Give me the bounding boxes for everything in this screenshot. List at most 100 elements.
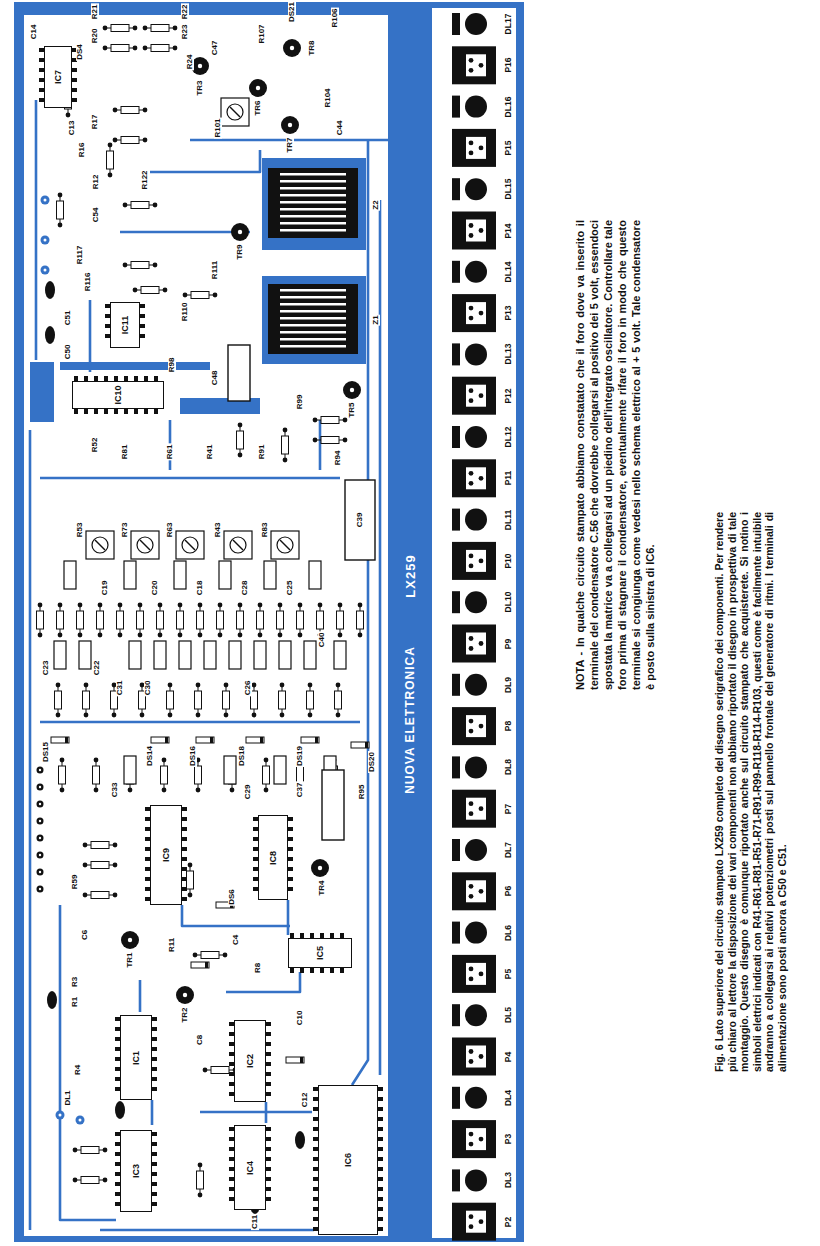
- trimmer-body: [131, 531, 159, 559]
- resistor-symbol: [111, 25, 129, 32]
- potentiometer-pin: [469, 223, 474, 228]
- solder-pad: [103, 1148, 108, 1153]
- ic-pin: [290, 968, 294, 973]
- led-holder: [452, 1004, 460, 1026]
- transformer-lamination: [280, 303, 346, 306]
- ic-designator: IC4: [246, 1160, 255, 1174]
- ceramic-capacitor: [115, 1101, 125, 1119]
- ic-designator: IC2: [246, 1054, 255, 1068]
- pcb-trace: [150, 150, 260, 172]
- component-label: R21: [91, 4, 99, 21]
- ic-pin: [134, 409, 138, 414]
- solder-pad: [56, 683, 61, 688]
- component-label: R23: [181, 24, 189, 41]
- ic-pin: [182, 817, 187, 821]
- potentiometer-pin: [479, 972, 484, 977]
- solder-pad: [84, 683, 89, 688]
- component-label: R95: [358, 784, 366, 801]
- component-label: TR2: [181, 1006, 189, 1023]
- component-label: C29: [244, 784, 252, 801]
- solder-pad: [338, 603, 343, 608]
- solder-pad: [37, 801, 44, 808]
- transistor-pin: [238, 230, 242, 234]
- component-label: C39: [356, 512, 364, 529]
- ic-package: IC11: [110, 302, 140, 348]
- ic-pin: [288, 857, 293, 861]
- ic-pin: [266, 1147, 271, 1151]
- component-label: R73: [121, 522, 129, 539]
- potentiometer-pin: [479, 311, 484, 316]
- transistor-symbol: [231, 223, 249, 241]
- resistor-symbol: [81, 1177, 99, 1184]
- potentiometer-window: [466, 963, 486, 985]
- component-label: R61: [166, 444, 174, 461]
- solder-pad: [196, 683, 201, 688]
- component-label: C6: [81, 929, 89, 941]
- potentiometer-body: [452, 1203, 496, 1241]
- potentiometer-pin: [479, 228, 484, 233]
- capacitor-symbol: [304, 641, 316, 669]
- ic-pin: [288, 867, 293, 871]
- potentiometer-pin: [479, 724, 484, 729]
- solder-pad: [252, 713, 257, 718]
- transistor-pin: [318, 866, 322, 870]
- component-label: R99: [296, 394, 304, 411]
- potentiometer-pin: [479, 1137, 484, 1142]
- ic-pin: [72, 98, 77, 102]
- solder-pad: [37, 784, 44, 791]
- pcb-trace: [319, 420, 322, 470]
- potentiometer-pin: [469, 233, 474, 238]
- solder-pad: [203, 1068, 208, 1073]
- component-label: DL6: [504, 924, 513, 942]
- capacitor-symbol: [129, 641, 141, 669]
- component-label: C22: [93, 660, 101, 677]
- ic-pin: [72, 78, 77, 82]
- pad-hole: [44, 239, 47, 242]
- solder-pad: [58, 223, 63, 228]
- ic-pin: [152, 1087, 157, 1091]
- transistor-pin: [288, 123, 292, 127]
- ic-designator: IC6: [344, 1153, 353, 1167]
- pcb-trace: [287, 900, 290, 935]
- pcb-copper: [14, 2, 524, 1242]
- transistor-pin: [350, 388, 354, 392]
- component-label: C10: [296, 1010, 304, 1027]
- component-label: DL8: [504, 758, 513, 776]
- transformer-lamination: [280, 317, 346, 320]
- resistor-symbol: [211, 1067, 229, 1074]
- potentiometer-pin: [479, 393, 484, 398]
- ic-pin: [378, 1207, 383, 1211]
- potentiometer-pin: [479, 641, 484, 646]
- potentiometer-pin: [469, 481, 474, 486]
- ic-pin: [144, 409, 148, 414]
- resistor-symbol: [297, 611, 304, 629]
- component-label: TR6: [254, 99, 262, 116]
- solder-pad: [193, 953, 198, 958]
- ic-pin: [140, 314, 145, 318]
- component-label: C13: [68, 120, 76, 137]
- solder-pad: [158, 603, 163, 608]
- resistor-symbol: [57, 201, 64, 219]
- ic-pin: [378, 1187, 383, 1191]
- diode-symbol: [286, 1057, 304, 1063]
- resistor-symbol: [197, 611, 204, 629]
- ic-pin: [378, 1097, 383, 1101]
- resistor-symbol: [167, 691, 174, 709]
- potentiometer-body: [452, 212, 496, 250]
- pcb-trace: [352, 140, 368, 1085]
- solder-pad: [66, 113, 71, 118]
- ic-package: IC7: [44, 46, 72, 108]
- solder-pad: [358, 603, 363, 608]
- potentiometer-pin: [469, 967, 474, 972]
- ic-pin: [152, 1182, 157, 1186]
- potentiometer-pin: [469, 884, 474, 889]
- capacitor-symbol: [322, 770, 344, 840]
- component-label: DL10: [504, 591, 513, 614]
- ic-designator: IC8: [269, 850, 278, 864]
- solder-pad: [252, 683, 257, 688]
- pcb-trace: [60, 905, 116, 1220]
- diode-band: [365, 742, 368, 748]
- component-label: DS15: [42, 741, 50, 763]
- component-label: C8: [196, 1034, 204, 1046]
- potentiometer-pin: [469, 811, 474, 816]
